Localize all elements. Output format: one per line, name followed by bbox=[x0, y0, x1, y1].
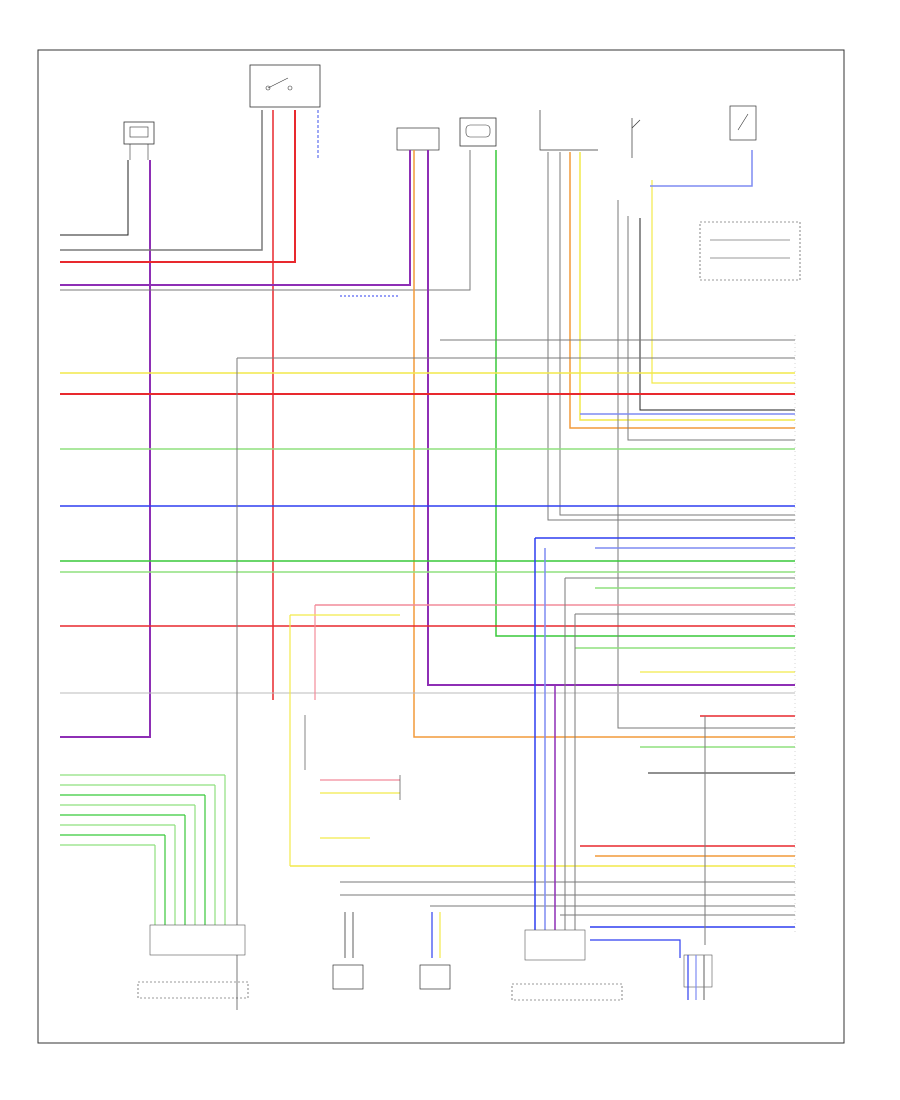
wire-gray-sw bbox=[627, 216, 795, 441]
wire-yellow-lr4 bbox=[579, 152, 795, 421]
wire-purple-left bbox=[60, 160, 151, 738]
wire-purple-h1 bbox=[60, 150, 411, 286]
bottom-right-connector1 bbox=[511, 929, 623, 1001]
left-rear-sensor bbox=[539, 110, 598, 151]
left-front-switch bbox=[631, 118, 641, 158]
relay-box bbox=[699, 221, 801, 281]
wire-gray-lr3 bbox=[559, 152, 795, 516]
wire-black-rly bbox=[639, 218, 795, 411]
wire-red-fs2 bbox=[60, 110, 296, 263]
sensor-bottom-mid1 bbox=[332, 912, 364, 990]
fuel-switch bbox=[249, 64, 321, 108]
wire-orange-lr2 bbox=[569, 152, 795, 429]
wire-gray-h2 bbox=[60, 150, 471, 291]
green-bundle bbox=[60, 774, 226, 930]
right-front-sensor bbox=[459, 117, 497, 147]
sensor-bottom-mid2 bbox=[419, 912, 451, 990]
left-front-speed-sensor bbox=[396, 127, 440, 151]
wire-gray-lr1 bbox=[547, 152, 795, 521]
diagram-frame bbox=[37, 49, 845, 1044]
wire-black-left bbox=[60, 160, 129, 236]
wire-gray-fs1 bbox=[60, 110, 263, 251]
wire-purple-2 bbox=[427, 150, 795, 686]
wire-orange-1 bbox=[413, 150, 795, 738]
wire-blue-sw bbox=[650, 150, 753, 187]
bottom-right-connector2 bbox=[590, 939, 713, 1000]
wire-green-rf bbox=[495, 150, 795, 637]
center-relay bbox=[304, 715, 401, 800]
bottom-left-connector bbox=[137, 924, 249, 999]
left-front-sensor bbox=[123, 121, 155, 160]
right-front-switch bbox=[729, 105, 757, 141]
wire-yellow-sw bbox=[651, 180, 795, 384]
wire-gray-rly2 bbox=[617, 200, 795, 729]
